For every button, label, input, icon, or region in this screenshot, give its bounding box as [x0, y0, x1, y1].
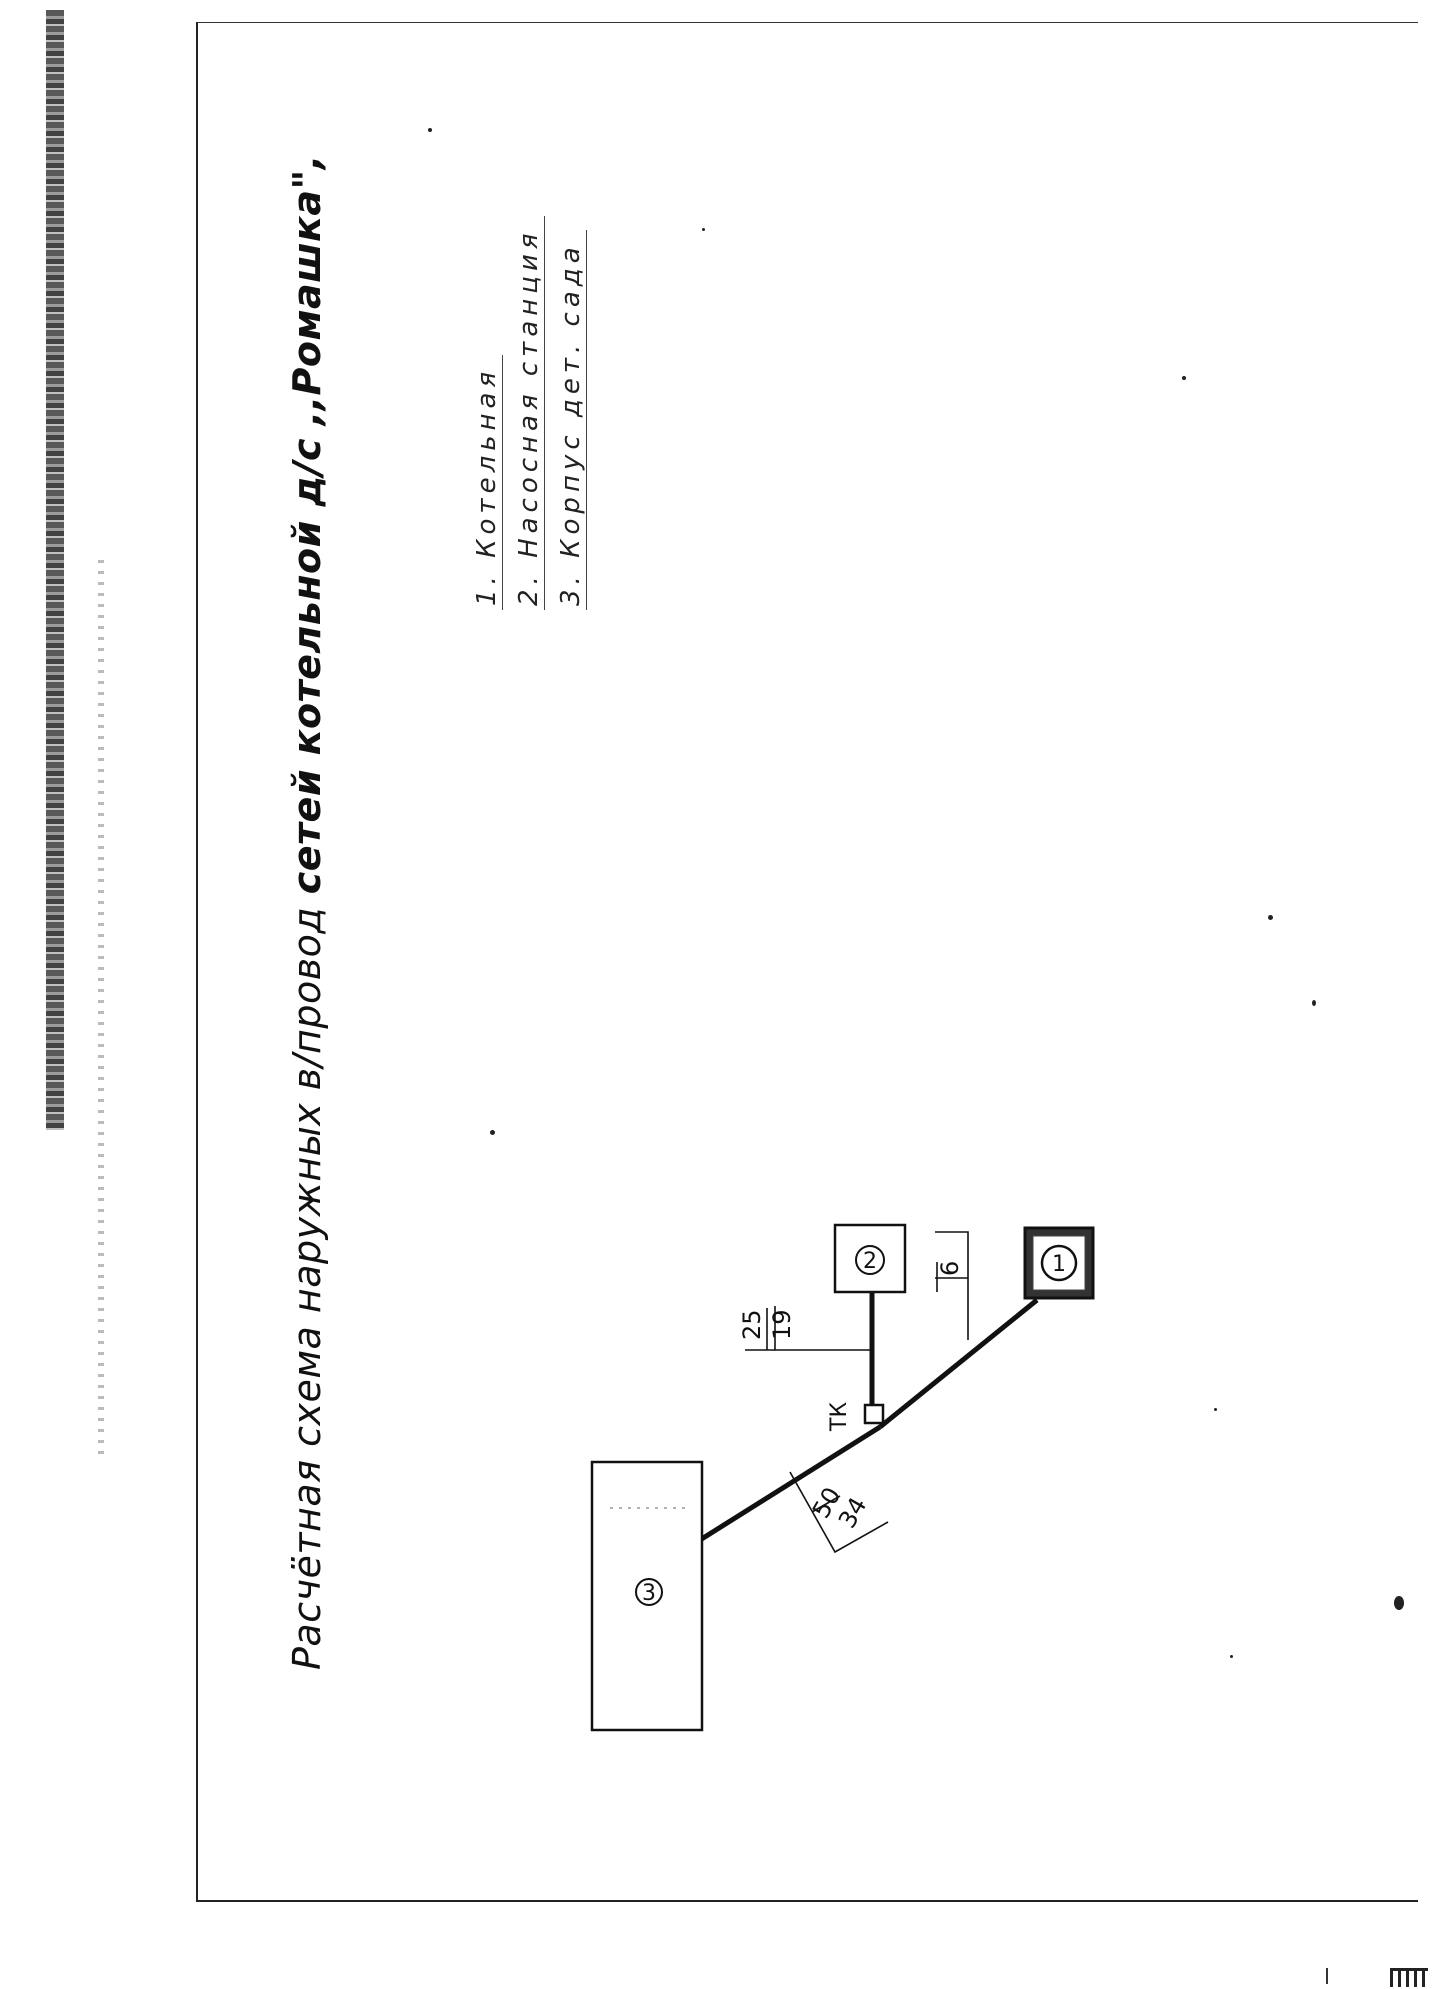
scan-speck [702, 228, 705, 231]
junction-chamber [863, 1403, 885, 1425]
callout-leader-boiler [935, 1231, 969, 1340]
pipe-building-to-junction [698, 1424, 882, 1543]
scan-speck [1230, 1655, 1233, 1658]
building-number-circle [635, 1578, 663, 1606]
drawing-frame [196, 22, 1418, 1902]
pipe-junction-to-boiler [878, 1298, 1039, 1429]
scan-speck [490, 1130, 495, 1135]
scan-speck [1312, 1000, 1316, 1006]
building-number: 3 [642, 1581, 656, 1606]
scan-speck [428, 128, 432, 132]
scan-speck [1394, 1596, 1404, 1610]
scan-binding-edge [46, 10, 64, 1130]
boiler-number-circle [1040, 1244, 1078, 1282]
pump-number-circle [855, 1245, 885, 1275]
segment-boiler-length: 6 [936, 1261, 964, 1276]
scan-shadow-edge [98, 560, 104, 1460]
corner-mark-right [1390, 1968, 1428, 1987]
corner-mark-left [1326, 1968, 1328, 1984]
scan-speck [1182, 376, 1186, 380]
pump-number: 2 [863, 1249, 877, 1274]
scan-speck [1268, 915, 1273, 920]
callout-leader-building [789, 1471, 889, 1554]
boiler-number: 1 [1052, 1252, 1066, 1277]
junction-label: ТК [827, 1402, 852, 1432]
callout-divider-building [811, 1495, 841, 1513]
segment-pump-length: 19 [768, 1309, 796, 1340]
scan-speck [1214, 1408, 1217, 1411]
segment-pump-diameter: 25 [738, 1309, 766, 1340]
